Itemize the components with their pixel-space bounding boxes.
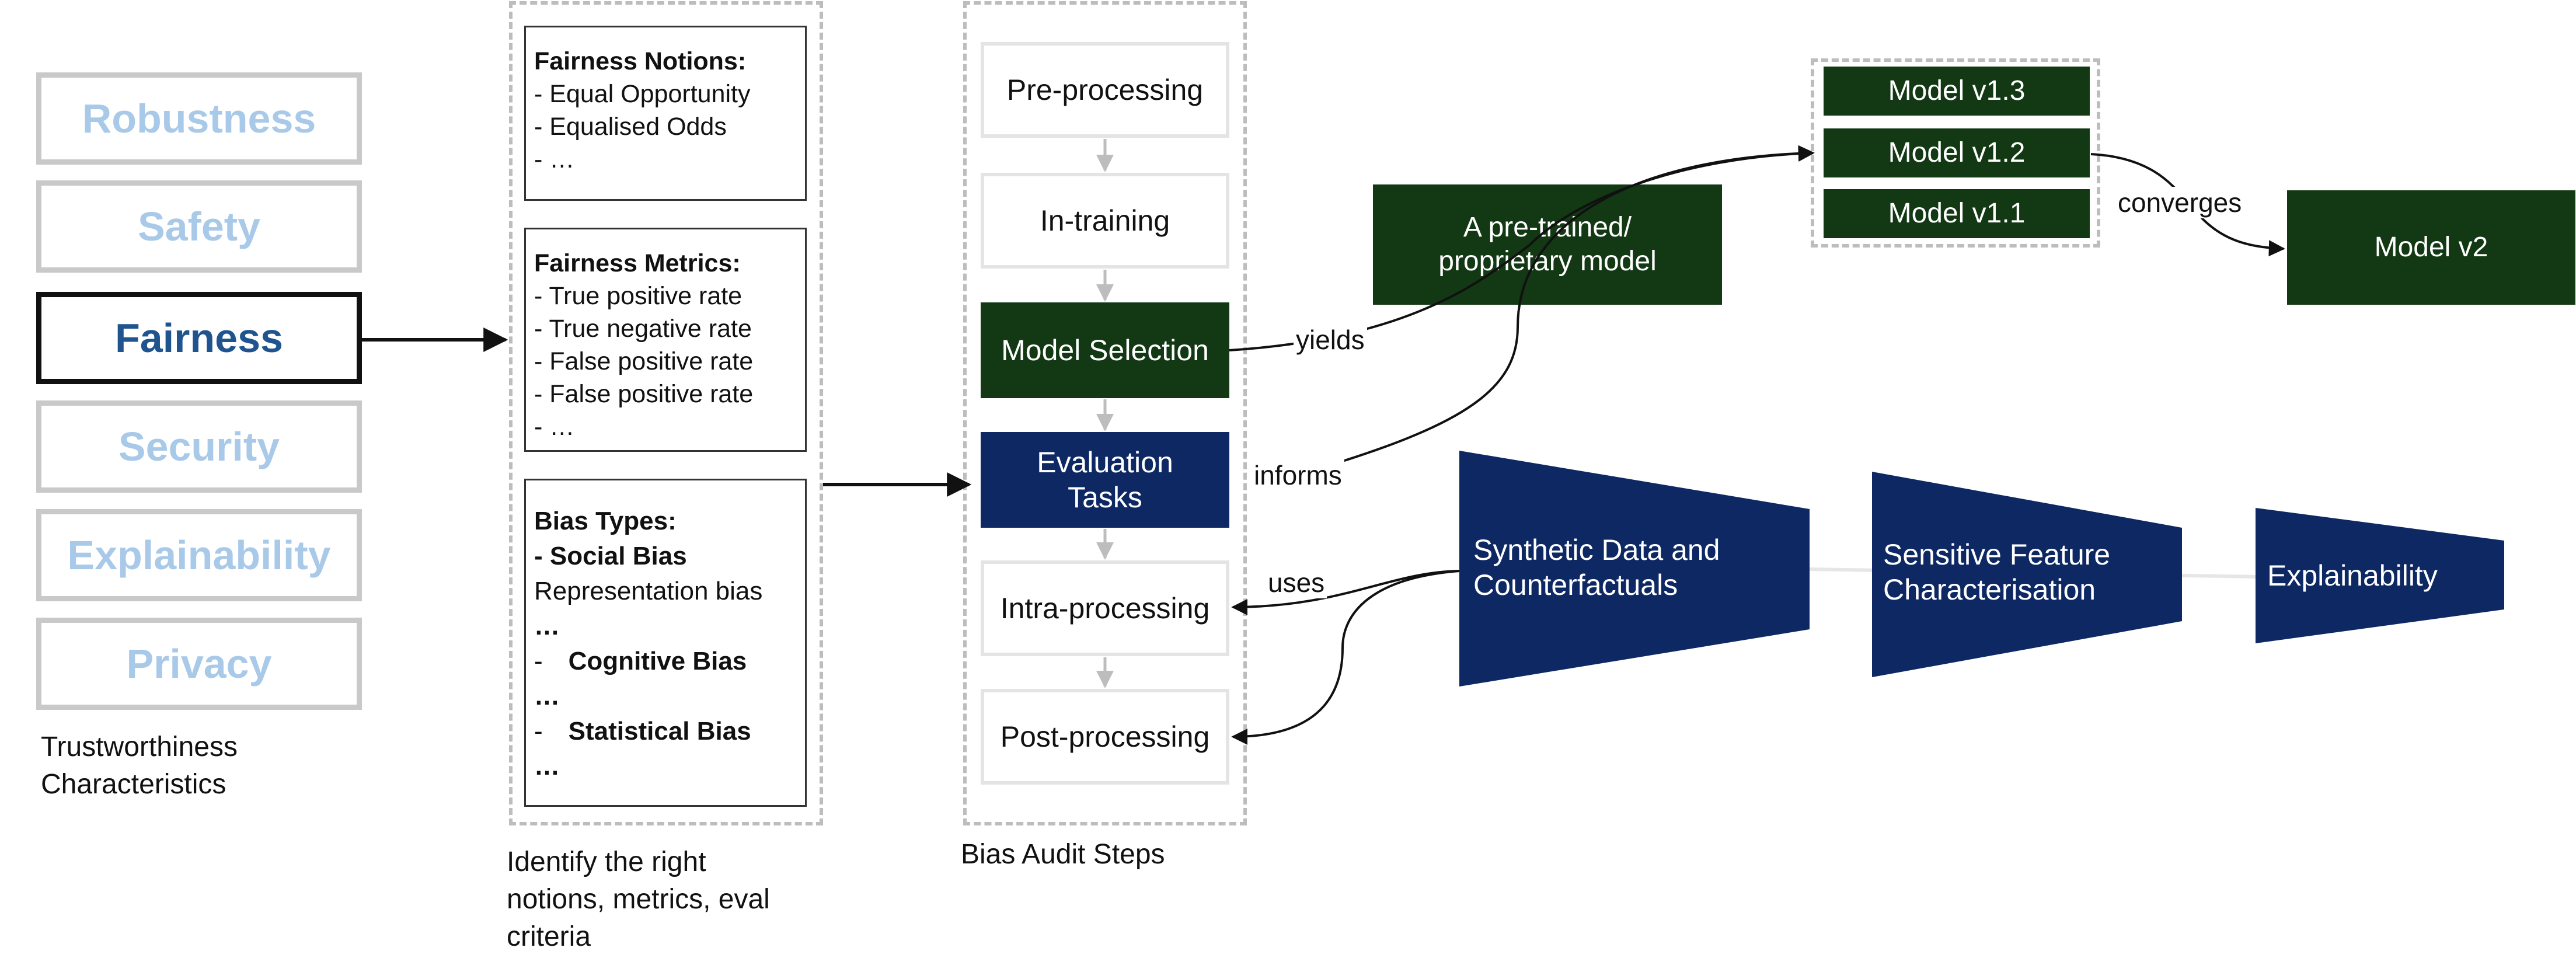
metric-item: - True positive rate [534,282,743,310]
model-label: Model v1.2 [1888,137,2026,168]
bias-cognitive: Cognitive Bias [568,647,747,675]
characteristic-label: Robustness [82,96,316,141]
step-label: Post-processing [1000,720,1210,753]
step-label: Intra-processing [1000,592,1210,625]
bias-cognitive-row: -Cognitive Bias [534,644,797,679]
informs-label: informs [1252,459,1344,491]
bias-dash: - [534,717,543,745]
characteristic-label: Security [118,424,280,469]
characteristic-label: Fairness [115,315,283,361]
model-v1-1: Model v1.1 [1824,189,2090,238]
bias-representation: Representation bias [534,577,763,605]
characteristic-label: Privacy [126,641,272,687]
step-in-training: In-training [981,173,1229,269]
criteria-container [509,1,823,825]
characteristic-robustness: Robustness [36,72,362,165]
caption-line: Identify the right [507,846,706,877]
sensitive-feature-label: Sensitive Feature Characterisation [1883,537,2175,607]
yields-label: yields [1294,324,1367,356]
pretrained-line: proprietary model [1438,246,1657,277]
criteria-caption: Identify the right notions, metrics, eva… [507,844,857,956]
method-line: Counterfactuals [1473,569,1678,601]
notion-item: - … [534,145,575,173]
step-model-selection: Model Selection [981,302,1229,398]
post-processing-arrow [1231,570,1460,745]
notion-item: - Equal Opportunity [534,80,751,108]
step-pre-processing: Pre-processing [981,42,1229,138]
fairness-metrics-panel: Fairness Metrics: - True positive rate -… [524,228,807,452]
step-intra-processing: Intra-processing [981,560,1229,656]
method-line: Characterisation [1883,573,2096,606]
pretrained-line: A pre-trained/ [1463,212,1632,243]
characteristic-privacy: Privacy [36,618,362,710]
sensitive-feature-shape [1872,472,2182,677]
audit-steps-container [963,1,1247,825]
characteristic-explainability: Explainability [36,509,362,601]
metric-item: - False positive rate [534,380,754,408]
metric-item: - True negative rate [534,315,752,343]
characteristic-label: Explainability [67,532,331,578]
uses-label: uses [1266,567,1327,598]
step-label: Model Selection [1001,334,1209,367]
step-label-line: Evaluation [1037,446,1173,479]
audit-steps-caption: Bias Audit Steps [961,839,1165,870]
metrics-title: Fairness Metrics: [534,249,741,277]
characteristic-security: Security [36,400,362,493]
method-line: Sensitive Feature [1883,538,2111,571]
characteristic-safety: Safety [36,180,362,273]
notion-item: - Equalised Odds [534,113,727,141]
characteristic-fairness: Fairness [36,292,362,384]
model-v2: Model v2 [2287,190,2575,305]
synthetic-data-shape [1459,451,1810,687]
bias-dash: - [534,647,543,675]
caption-line: criteria [507,921,591,952]
step-post-processing: Post-processing [981,689,1229,785]
step-label-line: Tasks [1068,481,1142,514]
explainability-shape [2256,508,2504,643]
step-evaluation-tasks: Evaluation Tasks [981,432,1229,528]
bias-statistical-row: -Statistical Bias [534,714,797,749]
characteristic-label: Safety [137,204,261,249]
metric-item: - False positive rate [534,347,754,375]
step-label: In-training [1040,204,1170,237]
model-label: Model v1.1 [1888,198,2026,229]
caption-line: Trustworthiness [41,731,238,762]
bias-ellipsis: … [534,682,560,710]
bias-ellipsis: … [534,752,560,781]
model-label: Model v1.3 [1888,75,2026,106]
model-v1-3: Model v1.3 [1824,67,2090,116]
converges-label: converges [2115,187,2244,218]
model-v1-2: Model v1.2 [1824,128,2090,177]
bias-ellipsis: … [534,612,560,640]
bias-statistical: Statistical Bias [568,717,751,745]
informs-arrow [1342,145,1815,462]
caption-line: notions, metrics, eval [507,884,770,915]
synthetic-data-label: Synthetic Data and Counterfactuals [1473,532,1800,602]
bias-types-panel: Bias Types: - Social Bias Representation… [524,479,807,807]
bias-title: Bias Types: [534,507,677,535]
caption-line: Characteristics [41,769,226,800]
model-label: Model v2 [2374,232,2488,263]
characteristics-caption: Trustworthiness Characteristics [41,729,391,803]
method-line: Synthetic Data and [1473,534,1720,566]
step-label: Pre-processing [1006,74,1204,106]
notions-title: Fairness Notions: [534,47,747,75]
yields-arrow [1229,145,1815,351]
fairness-notions-panel: Fairness Notions: - Equal Opportunity - … [524,26,807,201]
explainability-label: Explainability [2267,559,2438,592]
bias-social: - Social Bias [534,542,687,570]
metric-item: - … [534,413,575,441]
